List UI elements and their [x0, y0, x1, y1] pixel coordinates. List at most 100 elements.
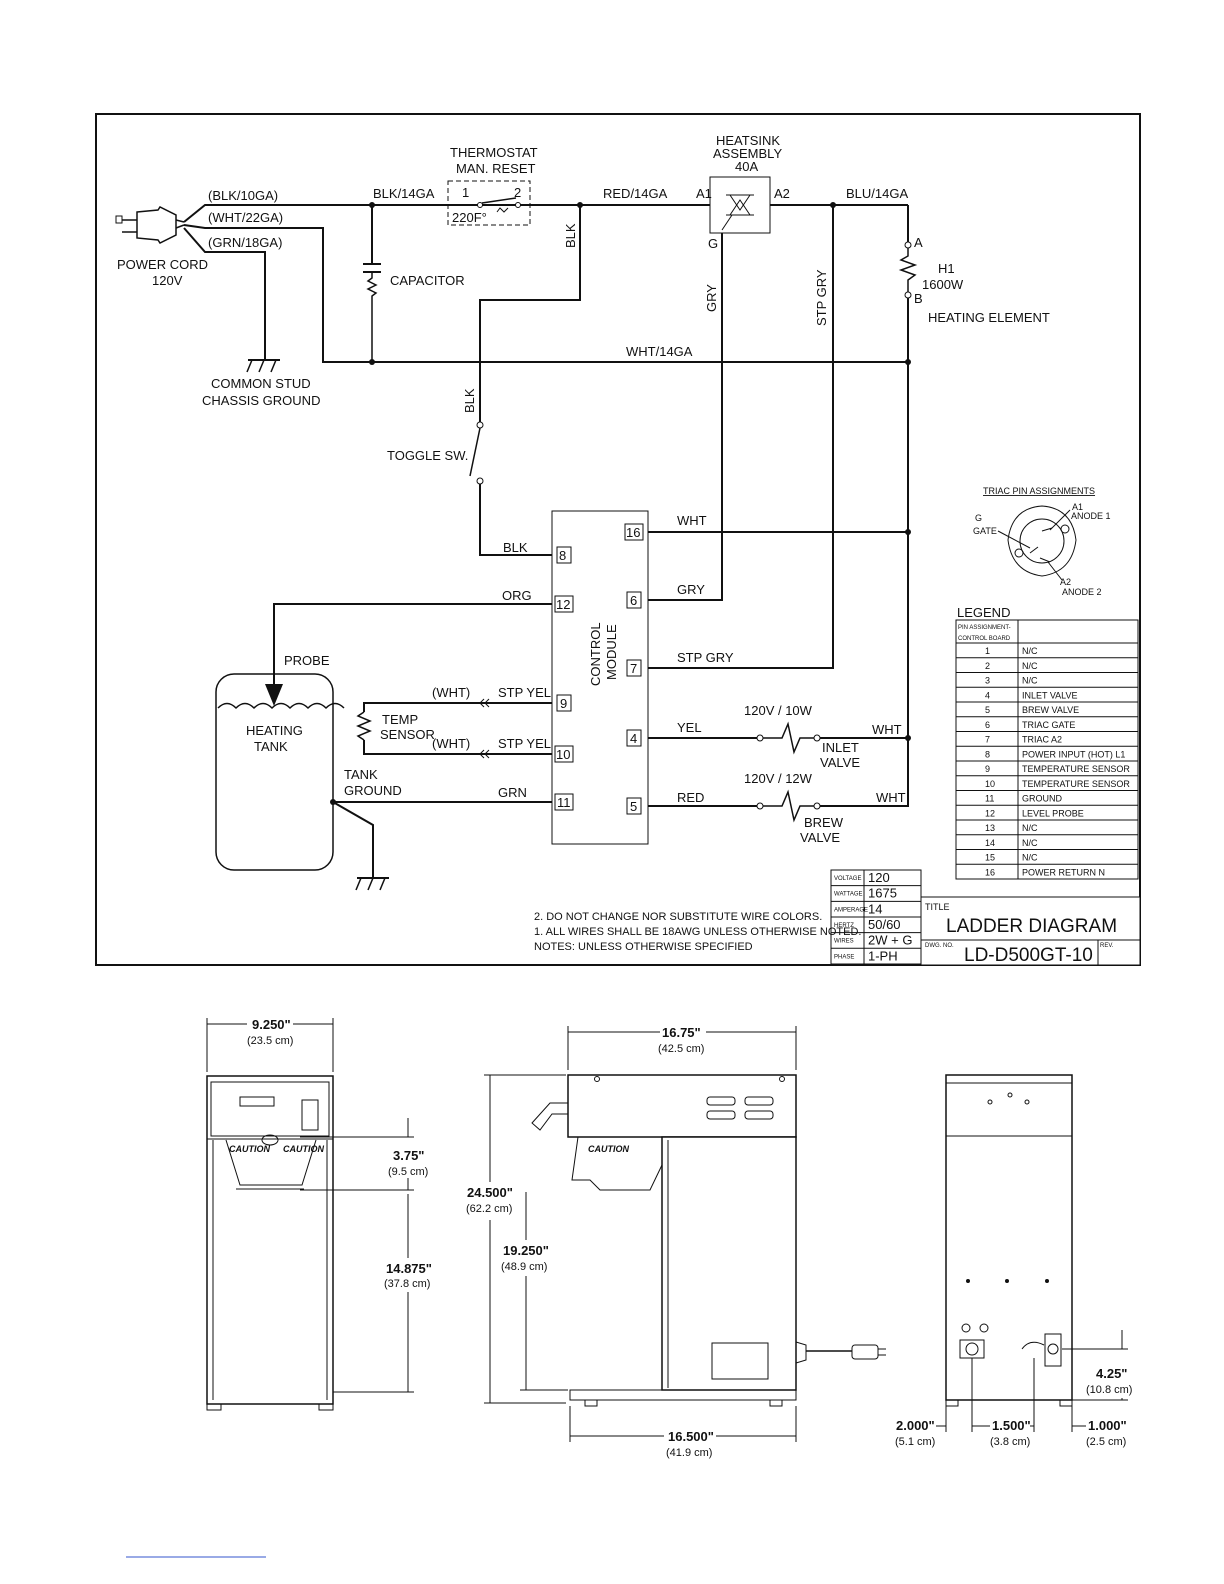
pin-5: 5 — [630, 799, 637, 814]
rear-bracket — [1044, 1333, 1062, 1367]
rear-view — [945, 1074, 1073, 1407]
wire-label-blu14: BLU/14GA — [846, 186, 908, 201]
wire-label-org: ORG — [502, 588, 532, 603]
thermostat-label-1: THERMOSTAT — [450, 145, 538, 160]
diagram-frame — [95, 113, 1141, 966]
connector-icon-9b — [484, 698, 490, 708]
spec-value: 50/60 — [868, 917, 901, 932]
thermostat-temp: 220F° — [452, 210, 487, 225]
wire-hot-top — [183, 204, 908, 223]
legend-desc: N/C — [1022, 661, 1038, 671]
triac-a1: A1 — [696, 186, 712, 201]
pin-7: 7 — [630, 661, 637, 676]
sensor-wht-1: (WHT) — [432, 685, 470, 700]
node-cap-top — [369, 202, 375, 208]
pin-12: 12 — [556, 597, 570, 612]
legend-desc: TEMPERATURE SENSOR — [1022, 779, 1130, 789]
legend-pin: 1 — [985, 646, 990, 656]
wire-label-blk-vertical: BLK — [563, 223, 578, 248]
triac-g: G — [975, 513, 982, 523]
rear-foot-left — [945, 1399, 959, 1407]
heating-tank — [215, 673, 334, 871]
triac-leader-g — [997, 530, 1031, 549]
pin-9: 9 — [560, 696, 567, 711]
legend-pin: 5 — [985, 705, 990, 715]
rear-screw-1 — [987, 1099, 993, 1105]
control-module — [551, 510, 649, 845]
legend-table-border — [955, 619, 1139, 880]
legend-header-1: PIN ASSIGNMENT- — [958, 625, 1011, 631]
front-view-outline — [206, 1075, 334, 1405]
probe-arrow-icon — [265, 684, 283, 706]
wire-label-gry-vertical: GRY — [704, 284, 719, 312]
wire-label-wht-inlet: WHT — [872, 722, 902, 737]
spec-value: 1-PH — [868, 948, 898, 963]
chassis-ground-icon — [246, 359, 280, 373]
legend-desc: BREW VALVE — [1022, 705, 1079, 715]
wire-blk-pin8 — [479, 484, 557, 556]
front-lower-dim: 14.875" — [386, 1261, 432, 1276]
node-pin16 — [905, 529, 911, 535]
front-funnel — [225, 1139, 317, 1186]
spec-label: AMPERAGE — [834, 907, 868, 913]
wire-label-red: RED — [677, 790, 704, 805]
rear-d1-cm: (5.1 cm) — [895, 1436, 935, 1448]
rear-hole-2 — [1005, 1279, 1009, 1283]
side-vent-1 — [706, 1096, 736, 1106]
rear-d3-cm: (2.5 cm) — [1086, 1436, 1126, 1448]
front-caution-1: CAUTION — [229, 1144, 270, 1154]
wire-label-wht22: (WHT/22GA) — [208, 210, 283, 225]
pin-11: 11 — [557, 795, 571, 810]
capacitor-label: CAPACITOR — [390, 273, 465, 288]
title-block-border — [920, 896, 1141, 966]
side-base — [569, 1389, 797, 1401]
wire-label-grn18: (GRN/18GA) — [208, 235, 282, 250]
element-b-label: B — [914, 291, 923, 306]
wire-label-blk-pin8: BLK — [503, 540, 528, 555]
legend-desc: LEVEL PROBE — [1022, 808, 1084, 818]
legend-desc: TRIAC GATE — [1022, 720, 1075, 730]
triac-g: G — [708, 236, 718, 251]
legend-desc: INLET VALVE — [1022, 690, 1078, 700]
sensor-wht-2: (WHT) — [432, 736, 470, 751]
front-view: CAUTION CAUTION — [206, 1075, 334, 1411]
pin-4: 4 — [630, 731, 637, 746]
side-vent-4 — [744, 1110, 774, 1120]
notes-header: NOTES: UNLESS OTHERWISE SPECIFIED — [534, 941, 753, 953]
wire-label-gry-6: GRY — [677, 582, 705, 597]
side-height-dim: 24.500" — [467, 1185, 513, 1200]
wire-label-grn: GRN — [498, 785, 527, 800]
rear-foot-right — [1059, 1399, 1073, 1407]
legend-pin: 12 — [985, 808, 995, 818]
spec-label: WIRES — [834, 939, 854, 945]
wire-label-stp-gry-vertical: STP GRY — [814, 269, 829, 326]
front-display — [239, 1096, 275, 1107]
pin-box-12 — [554, 595, 574, 613]
side-height-cm: (62.2 cm) — [466, 1203, 512, 1215]
inlet-label-2: VALVE — [820, 755, 860, 770]
side-lid-handle — [531, 1102, 568, 1131]
triac-pins-title: TRIAC PIN ASSIGNMENTS — [983, 486, 1095, 496]
rear-d1-dim: 2.000" — [896, 1418, 935, 1433]
spec-label: WATTAGE — [834, 892, 863, 898]
front-foot-left — [206, 1403, 222, 1411]
element-a-label: A — [914, 235, 923, 250]
capacitor-resistor-icon — [366, 272, 378, 362]
pin-box-7 — [626, 659, 642, 677]
node-neutral-top — [905, 359, 911, 365]
front-panel — [210, 1081, 330, 1137]
thermostat-pin-2: 2 — [514, 185, 521, 200]
side-plug-icon — [851, 1344, 879, 1360]
wire-stp-yel-10 — [363, 740, 552, 755]
inlet-terminal-right — [813, 734, 821, 742]
toggle-terminal-top — [476, 421, 484, 429]
heatsink-label-2: ASSEMBLY — [713, 146, 782, 161]
rear-h-dim: 4.25" — [1096, 1366, 1127, 1381]
ground-label-2: CHASSIS GROUND — [202, 393, 320, 408]
element-terminal-a — [904, 241, 912, 249]
rear-h-cm: (10.8 cm) — [1086, 1384, 1132, 1396]
connector-icon-10b — [484, 749, 490, 759]
wire-blk-toggle — [479, 205, 581, 422]
